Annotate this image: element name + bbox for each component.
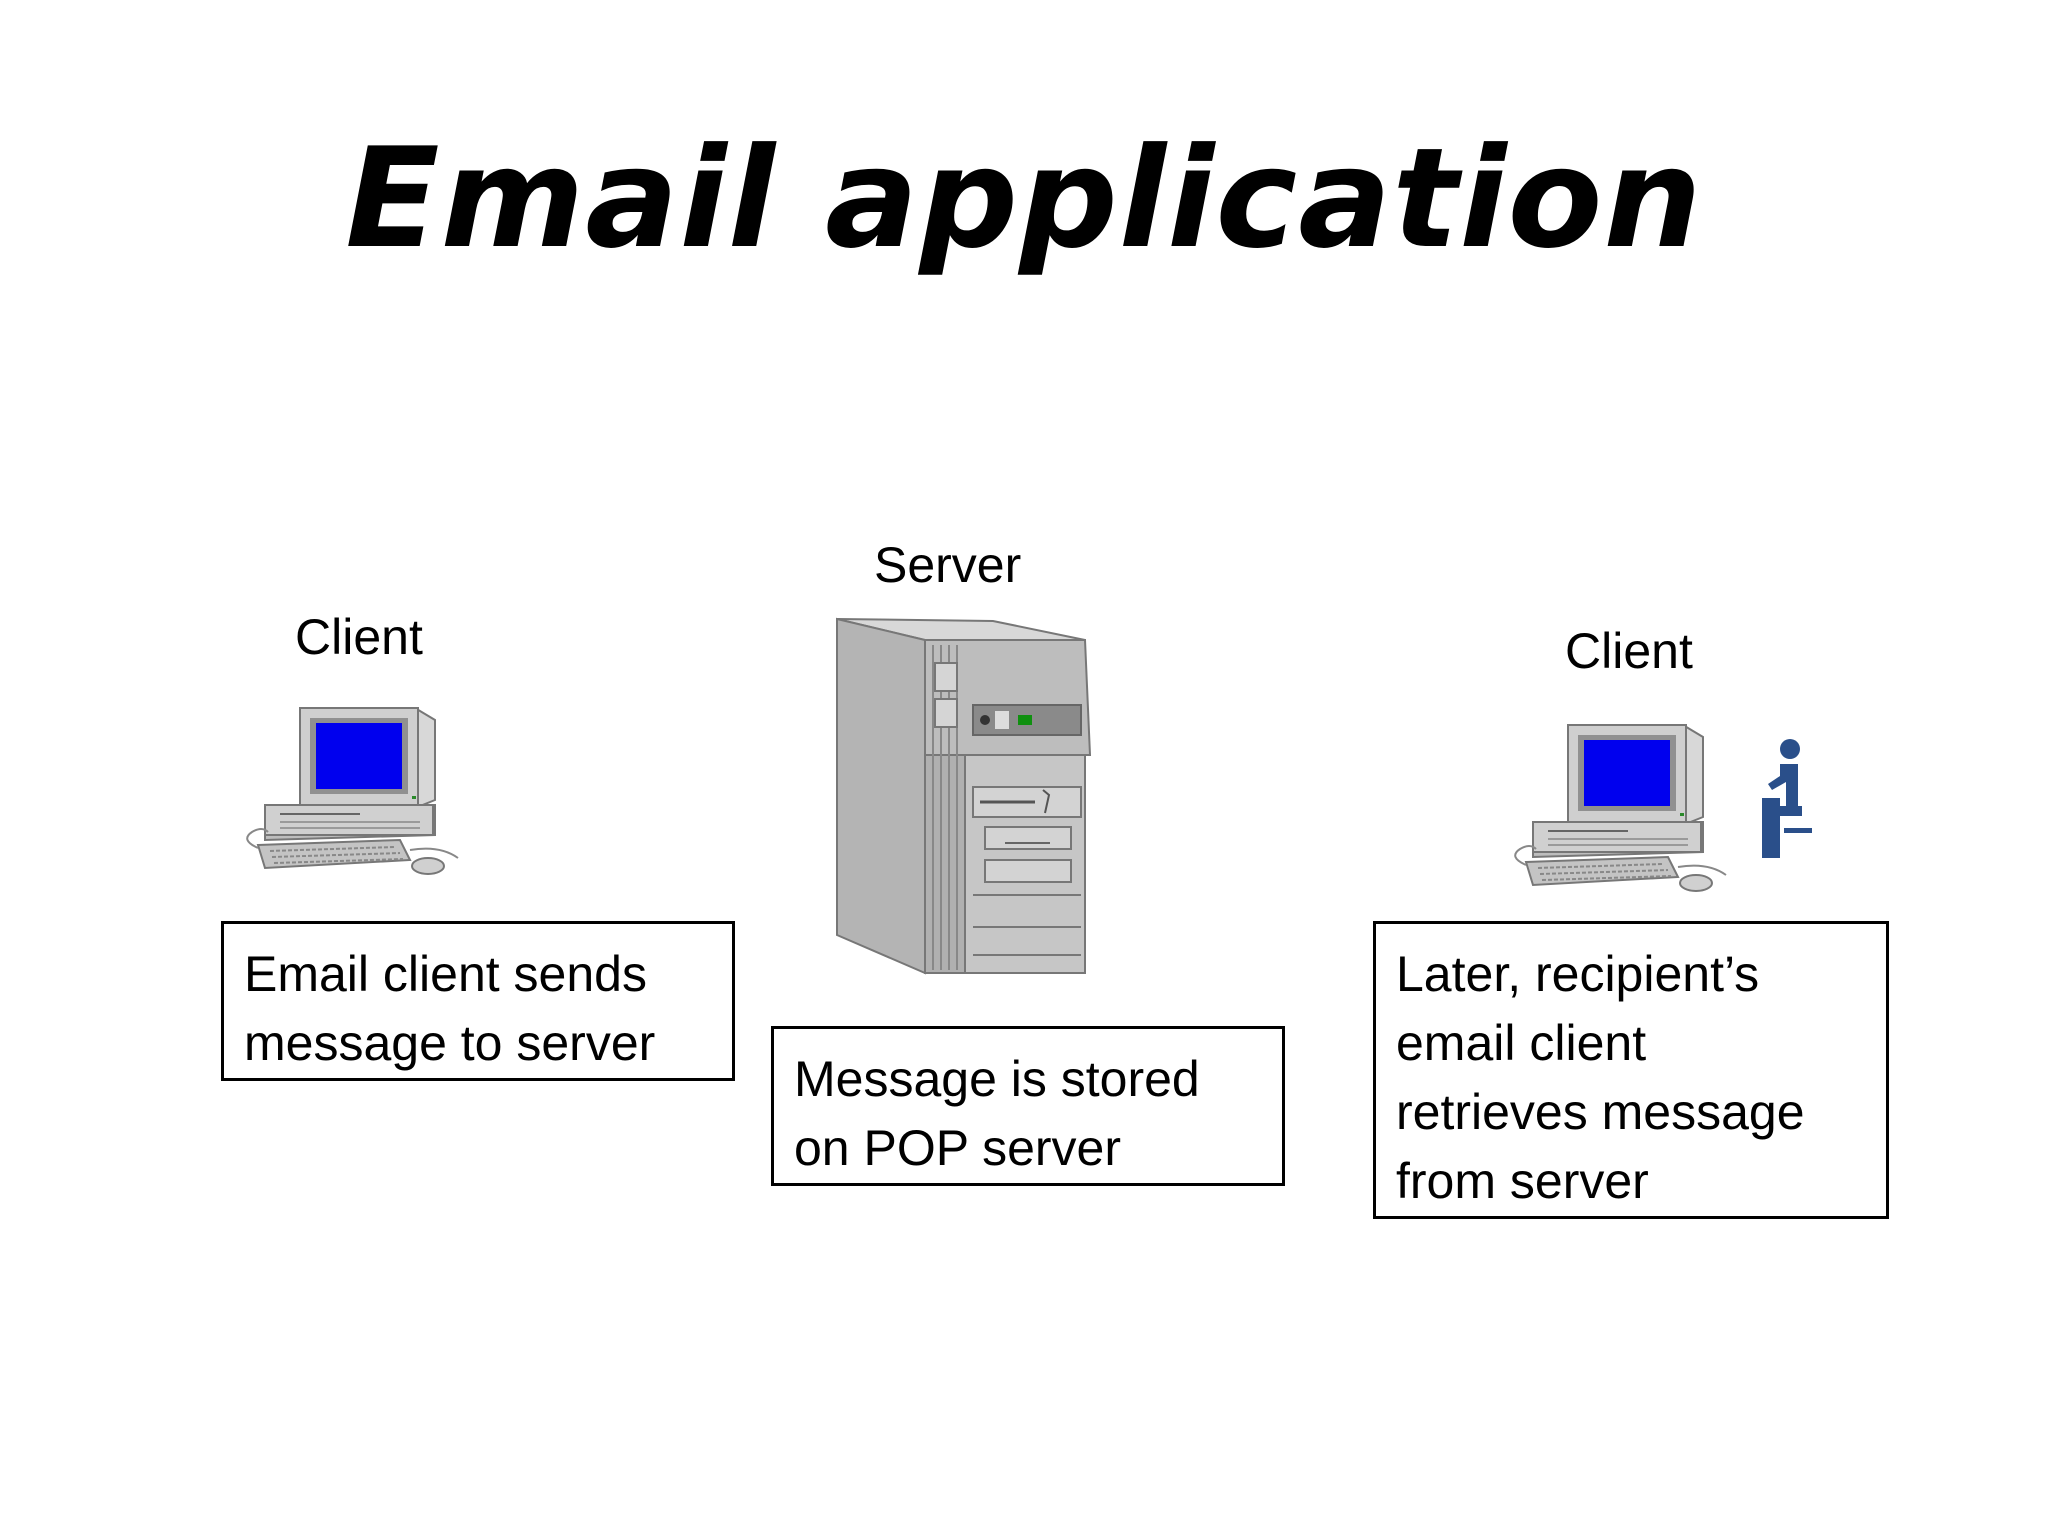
server-label: Server [874, 537, 1022, 593]
desktop-computer-icon [246, 707, 459, 875]
server-caption: Message is stored on POP server [771, 1026, 1285, 1186]
caption-line: retrieves message [1396, 1084, 1805, 1140]
caption-line: Later, recipient’s [1396, 946, 1760, 1002]
client-left-label: Client [295, 609, 423, 665]
caption-line: Message is stored [794, 1051, 1200, 1107]
seated-person-icon [1762, 739, 1812, 858]
client-right-label: Client [1565, 623, 1693, 679]
client-right-caption: Later, recipient’s email client retrieve… [1373, 921, 1889, 1219]
server-tower-icon [836, 617, 1092, 975]
slide-title: Email application [345, 118, 1703, 279]
caption-line: Email client sends [244, 946, 647, 1002]
caption-line: on POP server [794, 1120, 1122, 1176]
caption-line: from server [1396, 1153, 1649, 1209]
caption-line: message to server [244, 1015, 656, 1071]
desktop-computer-icon [1514, 724, 1727, 892]
caption-line: email client [1396, 1015, 1647, 1071]
client-left-caption: Email client sends message to server [221, 921, 735, 1081]
